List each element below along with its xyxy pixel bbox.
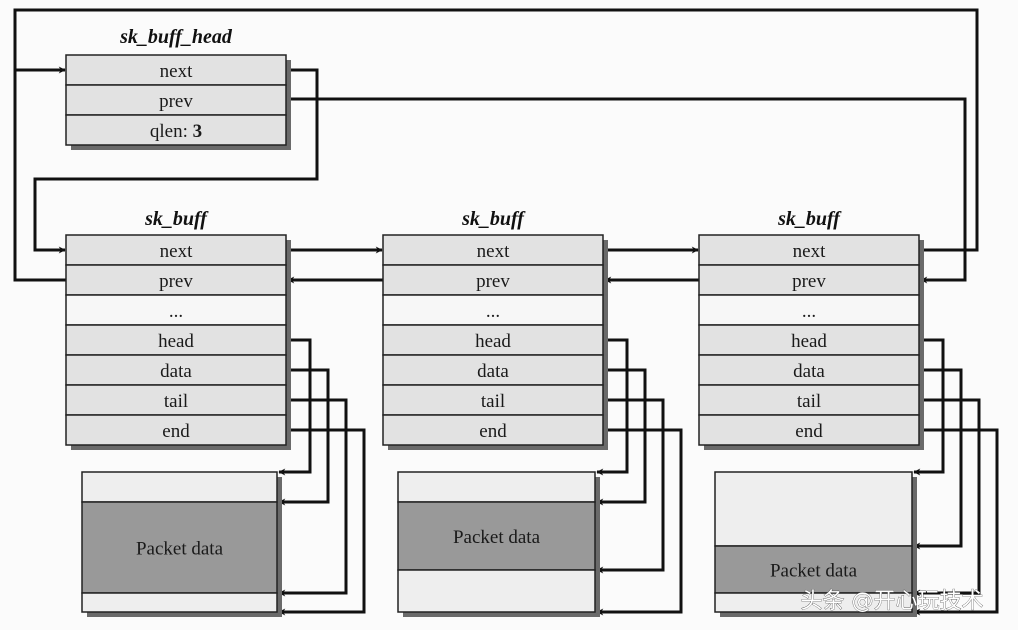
packet-data-region bbox=[81, 501, 278, 594]
tail-pointer-1 bbox=[278, 398, 348, 597]
field-prev bbox=[65, 264, 287, 296]
packet-buffer-2: Packet data bbox=[397, 471, 600, 617]
field-prev bbox=[698, 264, 920, 296]
tailroom bbox=[714, 592, 913, 613]
field-data bbox=[65, 354, 287, 386]
field-label: prev bbox=[476, 271, 510, 292]
data-pointer-2 bbox=[596, 368, 647, 506]
field-ellipsis bbox=[698, 294, 920, 326]
field-label: end bbox=[795, 421, 823, 442]
packet-data-label: Packet data bbox=[136, 539, 224, 560]
sk-buff-head-title: sk_buff_head bbox=[119, 26, 233, 48]
field-label: end bbox=[479, 421, 507, 442]
field-end bbox=[65, 414, 287, 446]
headroom bbox=[714, 471, 913, 547]
head-field-next bbox=[65, 54, 287, 86]
headroom bbox=[81, 471, 278, 503]
field-label: head bbox=[158, 331, 194, 352]
head-prev-to-last bbox=[286, 97, 967, 284]
field-head bbox=[382, 324, 604, 356]
tailroom bbox=[81, 592, 278, 613]
end-pointer-2 bbox=[596, 428, 683, 616]
field-label: head bbox=[791, 331, 827, 352]
first-prev-to-head bbox=[13, 70, 66, 282]
field-label: ... bbox=[486, 301, 500, 322]
field-tail bbox=[382, 384, 604, 416]
field-label: data bbox=[477, 361, 509, 382]
tailroom bbox=[397, 569, 596, 613]
field-label: ... bbox=[802, 301, 816, 322]
packet-data-label: Packet data bbox=[453, 527, 541, 548]
head-next-label: next bbox=[160, 61, 193, 82]
sk-buff-head-struct: sk_buff_head next prev qlen: 3 bbox=[65, 26, 291, 150]
watermark: 头条 @开心玩技术 bbox=[801, 589, 984, 614]
head-next-to-first bbox=[33, 68, 319, 254]
pointer-wires bbox=[13, 8, 999, 616]
data-pointer-3 bbox=[913, 368, 963, 550]
field-label: next bbox=[793, 241, 826, 262]
field-data bbox=[382, 354, 604, 386]
end-pointer-3 bbox=[913, 428, 999, 616]
field-end bbox=[382, 414, 604, 446]
head-qlen-label: qlen: 3 bbox=[150, 121, 202, 142]
field-label: next bbox=[477, 241, 510, 262]
field-label: tail bbox=[797, 391, 821, 412]
field-label: data bbox=[793, 361, 825, 382]
head-pointer-3 bbox=[913, 338, 945, 476]
field-next bbox=[65, 234, 287, 266]
field-label: tail bbox=[164, 391, 188, 412]
packet-buffer-3: Packet data bbox=[714, 471, 917, 617]
field-label: data bbox=[160, 361, 192, 382]
sk-buff-title: sk_buff bbox=[777, 208, 842, 230]
headroom bbox=[397, 471, 596, 503]
end-pointer-1 bbox=[278, 428, 366, 616]
field-ellipsis bbox=[382, 294, 604, 326]
head-pointer-2 bbox=[596, 338, 629, 476]
sk-buff-title: sk_buff bbox=[144, 208, 209, 230]
field-label: end bbox=[162, 421, 190, 442]
field-label: head bbox=[475, 331, 511, 352]
last-next-to-head bbox=[13, 8, 979, 252]
packet-data-label: Packet data bbox=[770, 561, 858, 582]
field-label: prev bbox=[159, 271, 193, 292]
field-label: next bbox=[160, 241, 193, 262]
head-field-qlen bbox=[65, 114, 287, 146]
head-field-prev bbox=[65, 84, 287, 116]
field-end bbox=[698, 414, 920, 446]
field-prev bbox=[382, 264, 604, 296]
data-pointer-1 bbox=[278, 368, 330, 506]
packet-data-region bbox=[397, 501, 596, 571]
head-pointer-1 bbox=[278, 338, 312, 476]
sk-buff-title: sk_buff bbox=[461, 208, 526, 230]
field-label: ... bbox=[169, 301, 183, 322]
field-label: tail bbox=[481, 391, 505, 412]
packet-buffer-1: Packet data bbox=[81, 471, 282, 617]
qlen-value: 3 bbox=[193, 121, 203, 142]
packet-data-region bbox=[714, 545, 913, 594]
qlen-text: qlen: bbox=[150, 121, 188, 142]
field-next bbox=[698, 234, 920, 266]
tail-pointer-3 bbox=[913, 398, 981, 597]
field-ellipsis bbox=[65, 294, 287, 326]
field-label: prev bbox=[792, 271, 826, 292]
field-next bbox=[382, 234, 604, 266]
head-prev-label: prev bbox=[159, 91, 193, 112]
tail-pointer-2 bbox=[596, 398, 665, 574]
